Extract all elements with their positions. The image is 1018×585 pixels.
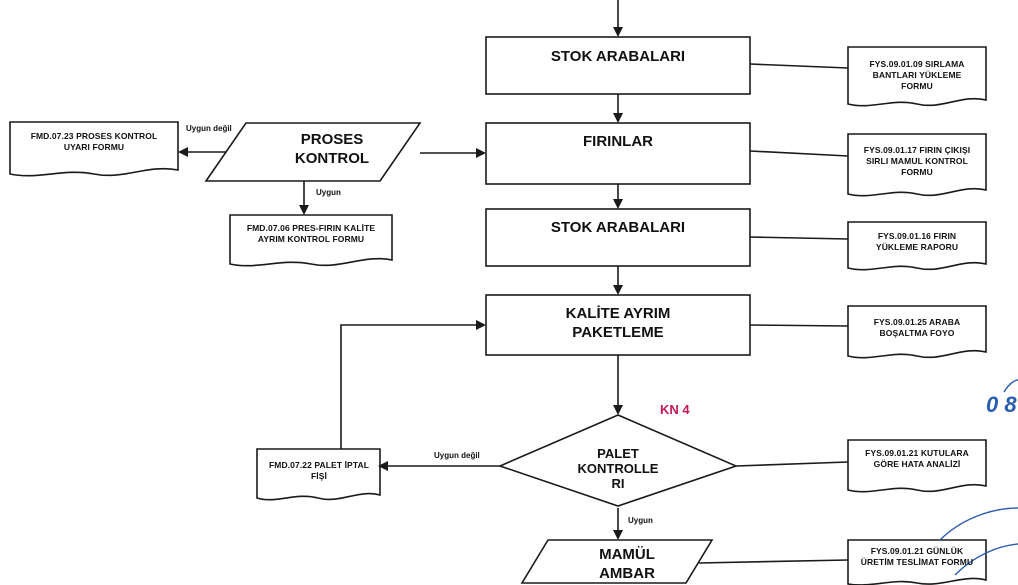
process-box-stok-top bbox=[485, 36, 751, 95]
kn4-label: KN 4 bbox=[660, 402, 690, 417]
process-label-kalite: KALİTE AYRIM PAKETLEME bbox=[565, 305, 671, 341]
document-shape-fys090117 bbox=[847, 133, 987, 197]
connector-to-fys090125 bbox=[749, 324, 849, 327]
palet-kontrol-label: PALET KONTROLLE RI bbox=[577, 446, 659, 491]
connector-to-fys-gunluk bbox=[698, 559, 849, 564]
mamul-ambar-label: MAMÜL AMBAR bbox=[599, 546, 655, 582]
doc-label-fmd0723: FMD.07.23 PROSES KONTROL UYARI FORMU bbox=[30, 131, 158, 152]
doc-label-fys090117: FYS.09.01.17 FIRIN ÇIKIŞI SIRLI MAMUL KO… bbox=[863, 145, 971, 177]
doc-label-fys090121: FYS.09.01.21 KUTULARA GÖRE HATA ANALİZİ bbox=[865, 448, 969, 469]
doc-label-fys090125: FYS.09.01.25 ARABA BOŞALTMA FOYO bbox=[873, 317, 961, 338]
connector-to-fys090117 bbox=[749, 150, 849, 157]
process-label-firinlar: FIRINLAR bbox=[583, 133, 653, 150]
connector-to-fys090116 bbox=[749, 236, 849, 240]
process-label-stok-top: STOK ARABALARI bbox=[550, 48, 686, 65]
edge-label-uygun-top: Uygun bbox=[316, 188, 341, 197]
doc-label-fmd0706: FMD.07.06 PRES-FIRIN KALİTE AYRIM KONTRO… bbox=[246, 223, 376, 244]
document-shape-fmd0723 bbox=[9, 121, 179, 177]
stamp-number: 0 8 bbox=[986, 392, 1017, 417]
loop-fmd0722-to-kalite bbox=[340, 320, 486, 449]
document-shape-fys090121 bbox=[847, 439, 987, 493]
stamp-mark bbox=[939, 379, 1018, 576]
document-shape-fys090109 bbox=[847, 46, 987, 107]
edge-label-uygun-degil-top: Uygun değil bbox=[186, 124, 232, 133]
io-shape-mamul-ambar bbox=[520, 539, 714, 584]
process-label-stok-mid: STOK ARABALARI bbox=[550, 219, 686, 236]
document-shape-fmd0722 bbox=[256, 448, 381, 501]
doc-label-fmd0722: FMD.07.22 PALET İPTAL FİŞİ bbox=[268, 460, 370, 481]
edge-label-uygun-degil-mid: Uygun değil bbox=[434, 451, 480, 460]
document-shape-fys090116 bbox=[847, 221, 987, 271]
io-shape-proses-kontrol bbox=[204, 122, 422, 182]
process-box-firinlar bbox=[485, 122, 751, 185]
doc-label-fys090116: FYS.09.01.16 FIRIN YÜKLEME RAPORU bbox=[875, 231, 959, 252]
document-shape-fmd0706 bbox=[229, 214, 393, 267]
doc-label-fys090109: FYS.09.01.09 SIRLAMA BANTLARI YÜKLEME FO… bbox=[869, 59, 965, 91]
connector-to-fys090109 bbox=[749, 63, 849, 69]
doc-label-fys-gunluk: FYS.09.01.21 GÜNLÜK ÜRETİM TESLİMAT FORM… bbox=[860, 546, 974, 567]
proses-kontrol-label: PROSES KONTROL bbox=[294, 131, 370, 167]
edge-label-uygun-bottom: Uygun bbox=[628, 516, 653, 525]
connector-to-fys090121 bbox=[735, 461, 849, 467]
document-shape-fys090125 bbox=[847, 305, 987, 359]
